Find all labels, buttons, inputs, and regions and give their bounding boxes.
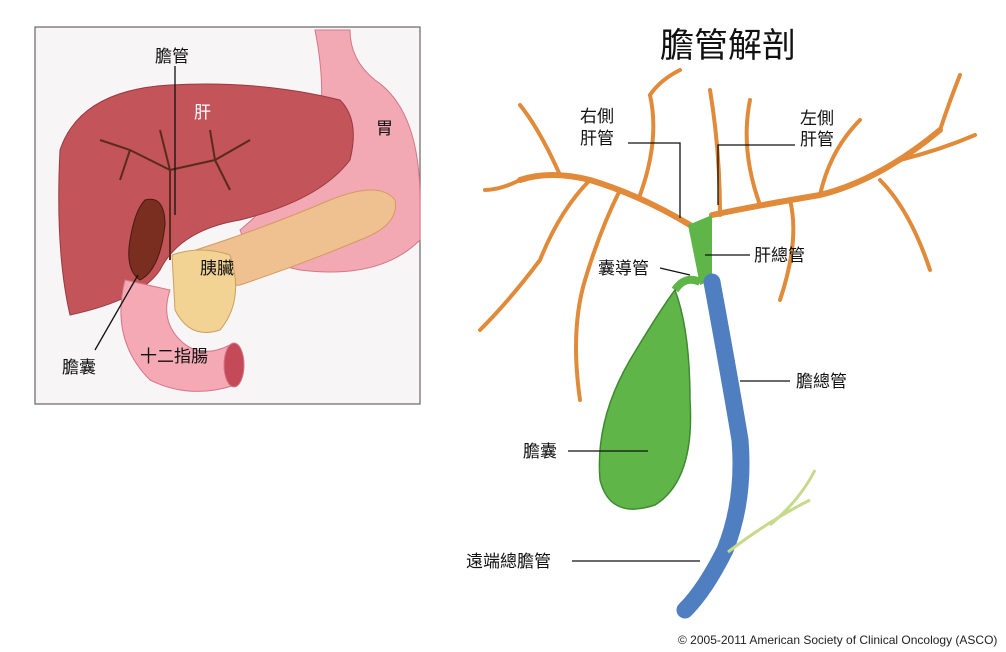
common-bile-duct [676, 273, 750, 619]
label-right-hepatic-1: 右側 [580, 107, 614, 127]
label-gallbladder-right: 膽囊 [523, 442, 557, 462]
label-right-hepatic-2: 肝管 [580, 129, 614, 149]
pancreas-head [171, 249, 237, 333]
gallbladder [128, 198, 166, 281]
label-left-hepatic-2: 肝管 [800, 130, 834, 150]
label-bile-duct: 膽管 [155, 47, 189, 67]
pancreatic-duct [727, 469, 817, 554]
left-hepatic-leader [717, 144, 795, 205]
left-anatomy-panel: 膽管 肝 胃 胰臟 膽囊 十二指腸 [34, 26, 421, 405]
copyright-notice: © 2005-2011 American Society of Clinical… [678, 633, 997, 647]
label-stomach: 胃 [376, 119, 393, 139]
right-duct-diagram: 膽管解剖 右側 肝管 左側 肝管 肝總管 囊導管 膽總管 膽囊 遠端總膽管 [466, 26, 977, 619]
label-duodenum: 十二指腸 [140, 347, 208, 367]
label-liver: 肝 [194, 103, 211, 123]
right-hepatic-leader [628, 142, 681, 218]
label-cystic-duct: 囊導管 [598, 259, 649, 279]
duodenum-opening [223, 342, 245, 388]
gallbladder-leader [94, 274, 139, 351]
label-common-hepatic: 肝總管 [754, 246, 805, 266]
label-left-hepatic-1: 左側 [800, 109, 834, 129]
gallbladder-right [598, 288, 692, 510]
label-gallbladder: 膽囊 [62, 358, 96, 378]
label-pancreas: 胰臟 [200, 259, 234, 279]
intrahepatic-ducts [99, 129, 251, 260]
common-hepatic-duct [688, 215, 712, 285]
cystic-duct [671, 275, 702, 293]
pancreas [179, 189, 397, 287]
label-distal-cbd: 遠端總膽管 [466, 552, 551, 572]
label-common-bile-duct: 膽總管 [796, 372, 847, 392]
cystic-duct-leader [659, 267, 691, 276]
duodenum [120, 279, 236, 392]
diagram-title: 膽管解剖 [660, 26, 796, 66]
